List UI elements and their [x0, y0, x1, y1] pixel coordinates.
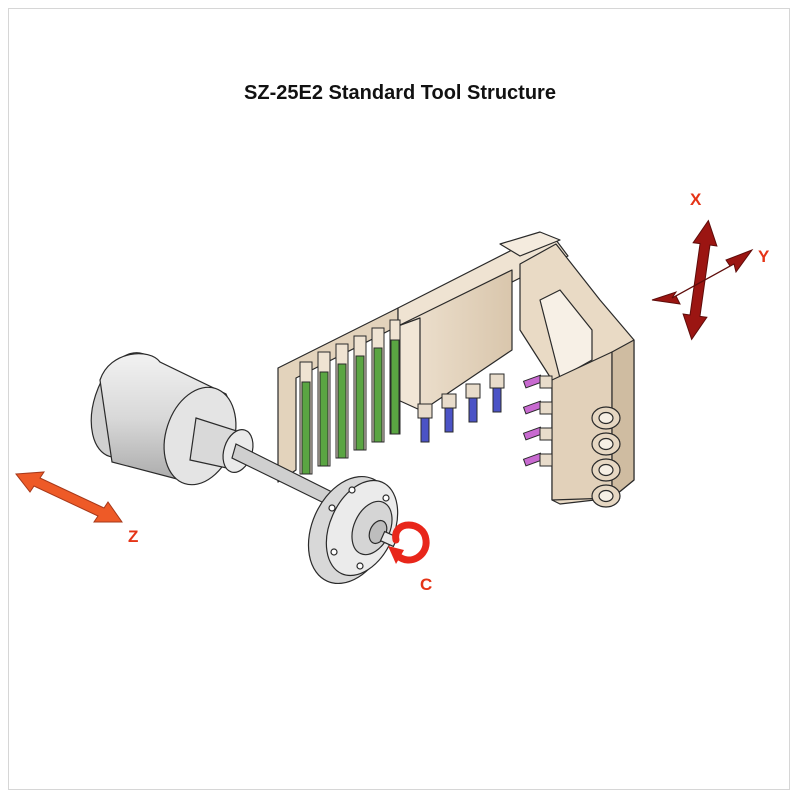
green-tool	[371, 327, 385, 443]
side-holder	[591, 432, 621, 456]
green-tool	[299, 361, 313, 475]
c-axis-rotation-arrow	[388, 521, 430, 564]
blue-drill	[489, 373, 505, 413]
side-holder	[591, 406, 621, 430]
green-tool	[353, 335, 367, 451]
pink-drill-row	[522, 374, 553, 467]
blue-drill	[441, 393, 457, 433]
blue-drill-row	[417, 373, 505, 443]
axis-label-z: Z	[128, 527, 138, 546]
side-holder-column	[591, 406, 621, 508]
side-holder	[591, 484, 621, 508]
green-tool	[335, 343, 349, 459]
x-axis-arrow	[682, 219, 718, 341]
side-holder	[591, 458, 621, 482]
axis-label-y: Y	[758, 247, 770, 266]
y-axis-arrow	[651, 248, 754, 305]
blue-drill	[465, 383, 481, 423]
image-frame	[8, 8, 790, 790]
green-tool	[317, 351, 331, 467]
axis-label-x: X	[690, 190, 702, 209]
pink-drill	[522, 400, 553, 415]
tool-structure	[277, 231, 635, 505]
blue-drill	[417, 403, 433, 443]
spindle-assembly	[90, 352, 399, 585]
axis-label-c: C	[420, 575, 432, 594]
diagram-title: SZ-25E2 Standard Tool Structure	[244, 82, 556, 104]
green-tool	[389, 319, 401, 435]
green-tool-row	[299, 319, 401, 475]
pink-drill	[522, 452, 553, 467]
pink-drill	[522, 426, 553, 441]
xy-axis-arrows	[651, 219, 754, 341]
z-axis-arrow	[15, 471, 123, 523]
pink-drill	[522, 374, 553, 389]
